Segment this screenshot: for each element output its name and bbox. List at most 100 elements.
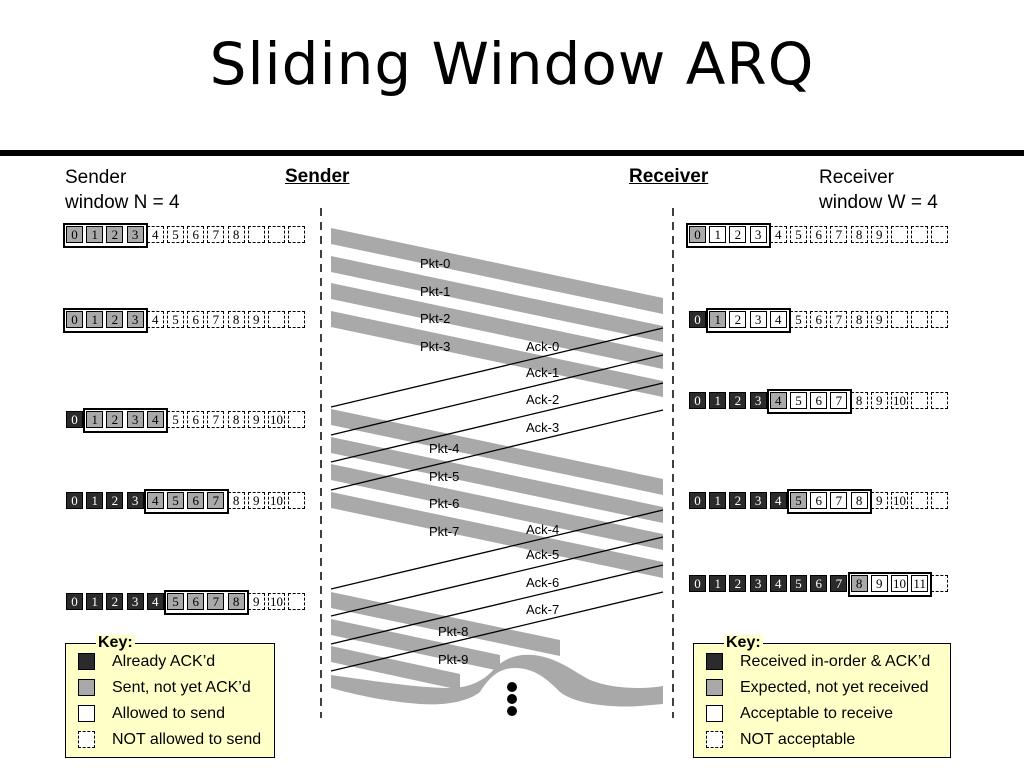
sender-seq-cell: 8 bbox=[227, 311, 245, 328]
ack-label: Ack-4 bbox=[526, 522, 559, 537]
sender-seq-cell: 3 bbox=[126, 311, 144, 328]
receiver-seq-cell: 9 bbox=[870, 226, 888, 243]
slide-title: Sliding Window ARQ bbox=[209, 30, 815, 98]
receiver-seq-cell: 0 bbox=[689, 311, 706, 328]
packet-band bbox=[331, 464, 663, 550]
sender-seq-cell: 1 bbox=[86, 411, 104, 428]
sender-seq-cell bbox=[288, 226, 306, 243]
receiver-key: Key: Received in-order & ACK’d Expected,… bbox=[693, 635, 951, 758]
receiver-seq-cell: 5 bbox=[790, 392, 807, 409]
receiver-key-label: Acceptable to receive bbox=[740, 705, 893, 722]
receiver-seq-cell: 2 bbox=[729, 311, 747, 328]
sender-seq-cell: 8 bbox=[227, 411, 245, 428]
sender-seq-cell: 0 bbox=[66, 226, 83, 243]
receiver-window-frame bbox=[706, 308, 791, 333]
already-acked-swatch bbox=[78, 653, 95, 670]
sender-seq-cell: 8 bbox=[227, 226, 245, 243]
receiver-seq-cell: 7 bbox=[830, 492, 848, 509]
packet-label: Pkt-6 bbox=[429, 496, 459, 511]
receiver-seq-cell: 10 bbox=[891, 575, 908, 592]
receiver-seq-cell: 6 bbox=[810, 311, 828, 328]
receiver-window-label-line2: window W = 4 bbox=[819, 192, 938, 213]
sender-seq-cell: 4 bbox=[146, 311, 164, 328]
sender-key-label: Already ACK’d bbox=[112, 653, 216, 670]
receiver-seq-cell: 6 bbox=[810, 392, 828, 409]
packet-label: Pkt-7 bbox=[429, 524, 459, 539]
receiver-seq-cell: 2 bbox=[729, 575, 747, 592]
sender-seq-cell: 2 bbox=[106, 311, 124, 328]
sender-seq-cell: 6 bbox=[187, 411, 205, 428]
sender-seq-cell: 2 bbox=[106, 593, 124, 610]
sender-seq-cell: 7 bbox=[207, 492, 225, 509]
sender-seq-cell: 8 bbox=[227, 492, 245, 509]
sender-seq-cell: 9 bbox=[247, 411, 265, 428]
packet-band bbox=[331, 592, 560, 656]
sender-seq-cell: 7 bbox=[207, 593, 225, 610]
sender-seq-cell: 5 bbox=[167, 492, 184, 509]
packet-label: Pkt-5 bbox=[429, 469, 459, 484]
acceptable-swatch bbox=[706, 705, 723, 722]
receiver-seq-cell: 3 bbox=[749, 492, 767, 509]
packet-band bbox=[331, 409, 663, 495]
receiver-window-label-line1: Receiver bbox=[819, 167, 894, 188]
sender-seq-cell: 3 bbox=[126, 411, 144, 428]
packet-band bbox=[331, 646, 460, 690]
receiver-seq-cell: 2 bbox=[729, 226, 747, 243]
receiver-seq-cell: 3 bbox=[749, 392, 767, 409]
receiver-window-frame bbox=[787, 489, 872, 514]
sender-seq-cell: 0 bbox=[66, 492, 83, 509]
sender-key-title: Key: bbox=[96, 634, 135, 651]
sender-seq-cell: 7 bbox=[207, 226, 225, 243]
sender-window-frame bbox=[63, 223, 148, 248]
receiver-seq-cell: 9 bbox=[870, 392, 888, 409]
sent-not-acked-swatch bbox=[78, 679, 95, 696]
expected-swatch bbox=[706, 679, 723, 696]
receiver-seq-cell: 7 bbox=[830, 392, 848, 409]
sender-seq-cell: 10 bbox=[268, 593, 285, 610]
ack-line bbox=[330, 564, 664, 645]
sender-window-label: Sender window N = 4 bbox=[65, 165, 180, 215]
sender-seq-cell: 5 bbox=[167, 226, 184, 243]
sender-seq-cell: 2 bbox=[106, 492, 124, 509]
receiver-seq-cell: 0 bbox=[689, 492, 706, 509]
sender-seq-cell: 0 bbox=[66, 593, 83, 610]
sender-seq-cell bbox=[288, 593, 306, 610]
receiver-seq-cell: 2 bbox=[729, 392, 747, 409]
packet-label: Pkt-9 bbox=[438, 652, 468, 667]
receiver-seq-cell: 7 bbox=[830, 226, 848, 243]
receiver-key-label: Expected, not yet received bbox=[740, 679, 929, 696]
sender-seq-cell bbox=[268, 311, 285, 328]
receiver-seq-cell: 1 bbox=[709, 226, 727, 243]
packet-label: Pkt-0 bbox=[420, 256, 450, 271]
sender-seq-cell bbox=[247, 226, 265, 243]
sender-key-label: Allowed to send bbox=[112, 705, 225, 722]
sender-seq-cell: 10 bbox=[268, 411, 285, 428]
packet-label: Pkt-2 bbox=[420, 311, 450, 326]
sender-seq-cell: 8 bbox=[227, 593, 245, 610]
receiver-header: Receiver bbox=[629, 166, 709, 187]
receiver-window-frame bbox=[686, 223, 771, 248]
sender-seq-cell: 7 bbox=[207, 311, 225, 328]
receiver-seq-cell: 4 bbox=[769, 492, 787, 509]
sender-seq-cell: 3 bbox=[126, 593, 144, 610]
sender-seq-cell: 5 bbox=[167, 411, 184, 428]
receiver-seq-cell: 3 bbox=[749, 226, 767, 243]
receiver-key-label: Received in-order & ACK’d bbox=[740, 653, 931, 670]
receiver-seq-cell: 10 bbox=[891, 492, 908, 509]
ack-label: Ack-1 bbox=[526, 365, 559, 380]
receiver-seq-cell: 0 bbox=[689, 392, 706, 409]
sender-seq-cell: 6 bbox=[187, 311, 205, 328]
sender-seq-cell: 10 bbox=[268, 492, 285, 509]
ack-line bbox=[330, 354, 664, 436]
sender-seq-cell: 6 bbox=[187, 226, 205, 243]
sender-seq-cell bbox=[268, 226, 285, 243]
sender-seq-cell: 4 bbox=[146, 492, 164, 509]
receiver-seq-cell: 5 bbox=[790, 226, 807, 243]
receiver-seq-cell: 1 bbox=[709, 392, 727, 409]
receiver-seq-cell: 4 bbox=[769, 575, 787, 592]
sender-window-frame bbox=[83, 408, 168, 433]
receiver-seq-cell: 2 bbox=[729, 492, 747, 509]
sender-seq-cell: 5 bbox=[167, 593, 184, 610]
receiver-seq-cell bbox=[891, 226, 908, 243]
packet-band-cut bbox=[331, 654, 663, 707]
